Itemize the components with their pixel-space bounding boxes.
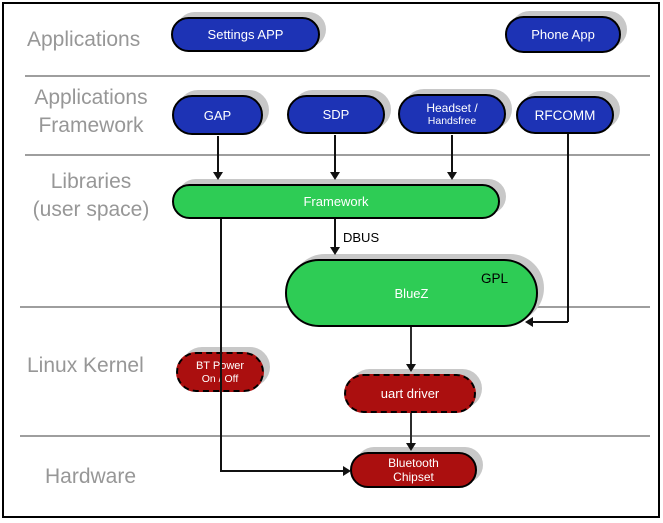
edge-headset-framework [451, 135, 453, 174]
edge-rfcomm-horizontal [531, 321, 568, 323]
node-settings-app: Settings APP [171, 17, 320, 52]
edge-sdp-framework [334, 135, 336, 174]
edge-rfcomm-vertical [567, 134, 569, 322]
layer-label-libraries: Libraries (user space) [32, 170, 150, 221]
edge-gap-framework [217, 136, 219, 174]
edge-framework-bluez [334, 219, 336, 251]
node-phone-app: Phone App [505, 16, 621, 53]
edge-bluez-uart [410, 327, 412, 366]
arrowhead-bluez-uart [406, 364, 416, 372]
node-chipset-line1: Bluetooth [388, 456, 439, 470]
node-chipset-line2: Chipset [393, 470, 434, 484]
edge-framework-btpower-vertical [220, 219, 222, 471]
layer-label-applications: Applications [27, 28, 141, 51]
arrowhead-uart-chipset [406, 443, 416, 451]
node-headset-handsfree: Headset / Handsfree [398, 94, 506, 134]
node-framework: Framework [172, 184, 500, 219]
node-framework-label: Framework [303, 194, 369, 209]
layer-label-hardware: Hardware [45, 465, 137, 488]
dbus-edge-label: DBUS [343, 230, 380, 245]
arrowhead-rfcomm-bluez [525, 317, 533, 327]
arrowhead-sdp-framework [330, 172, 340, 180]
node-uart-driver-label: uart driver [380, 386, 440, 401]
node-sdp: SDP [287, 95, 385, 134]
arrowhead-framework-bluez [330, 247, 340, 255]
node-bt-power-line2: On / Off [201, 372, 239, 385]
separator-framework [25, 154, 650, 156]
node-rfcomm: RFCOMM [516, 96, 614, 134]
node-rfcomm-label: RFCOMM [534, 107, 596, 123]
node-gap: GAP [172, 95, 263, 135]
layer-label-applications-framework: Applications Framework [34, 86, 148, 137]
node-phone-app-label: Phone App [531, 27, 595, 42]
node-bluez: GPL BlueZ [285, 259, 538, 327]
separator-applications [25, 75, 650, 77]
separator-kernel [20, 435, 650, 437]
arrowhead-gap-framework [213, 172, 223, 180]
node-uart-driver: uart driver [344, 374, 476, 413]
edge-uart-chipset [410, 413, 412, 444]
node-bluez-label: BlueZ [394, 285, 429, 301]
arrowhead-headset-framework [447, 172, 457, 180]
node-bluetooth-chipset: Bluetooth Chipset [350, 452, 477, 488]
layer-label-linux-kernel: Linux Kernel [27, 354, 144, 377]
node-headset-line2: Handsfree [427, 115, 477, 127]
node-headset-line1: Headset / [426, 101, 478, 115]
gpl-badge: GPL [480, 271, 508, 286]
node-settings-app-label: Settings APP [207, 27, 284, 42]
node-gap-label: GAP [203, 107, 232, 123]
arrowhead-btpower-chipset [343, 466, 351, 476]
edge-btpower-chipset-horizontal [220, 470, 344, 472]
node-sdp-label: SDP [322, 107, 350, 122]
